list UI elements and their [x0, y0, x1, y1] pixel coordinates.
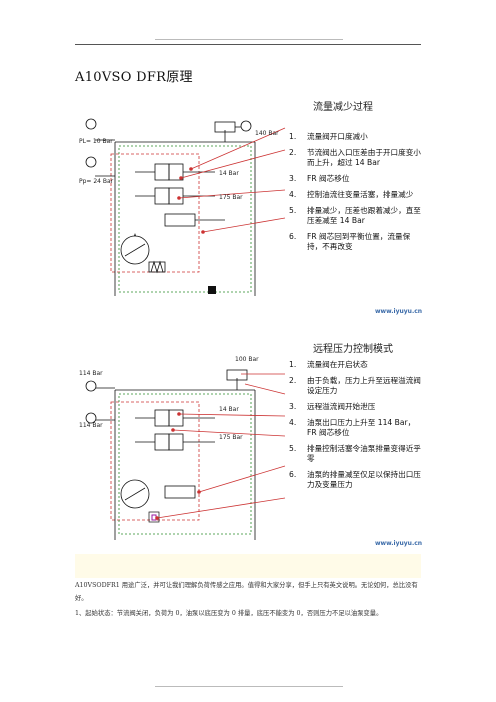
header-rule: [75, 44, 421, 45]
caption-paragraph-2: 1、起始状态：节流阀关闭，负荷为 0，油泵以底压变为 0 排量，底压不能变为 0…: [75, 610, 383, 617]
p140-label: 140 Bar: [255, 130, 279, 137]
pl-pressure-label: PL= 10 Bar: [79, 138, 113, 145]
p175-label: 175 Bar: [219, 194, 243, 201]
flow-steps-list: 1.流量阀开口度减小 2.节流阀出入口压差由于开口度变小而上升，超过 14 Ba…: [289, 132, 421, 258]
pressure-hydraulic-schematic: [85, 369, 286, 540]
flow-hydraulic-schematic: [85, 118, 286, 296]
flow-watermark: www.iyuyu.cn: [375, 308, 423, 315]
caption-paragraph-1: A10VSODFR1 用途广泛，并可让我们理解负荷传感之应用。值得和大家分享，但…: [75, 582, 418, 602]
pressure-step: 3.远程溢流阀开始泄压: [289, 402, 376, 411]
p175-label: 175 Bar: [219, 434, 243, 441]
p100-label: 100 Bar: [235, 356, 259, 363]
pressure-step: 5.排量控制活塞令油泵排量变得近乎零: [289, 444, 421, 463]
pressure-step: 6.油泵的排量减至仅足以保持出口压力及变量压力: [289, 470, 421, 489]
p14-label: 14 Bar: [219, 170, 239, 177]
pressure-control-panel: 114 Bar 114 Bar 100 Bar 14 Bar 175 Bar 远…: [75, 334, 423, 550]
caption-highlight-band: [75, 554, 421, 578]
pressure-watermark: www.iyuyu.cn: [375, 540, 423, 547]
header-rule-short: [155, 39, 343, 40]
pp-pressure-label: Pp= 24 Bar: [79, 178, 114, 185]
flow-step: 1.流量阀开口度减小: [289, 132, 368, 141]
pressure-step: 2.由于负载，压力上升至远程溢流阀设定压力: [289, 376, 421, 395]
flow-panel-heading: 流量减少过程: [313, 102, 373, 113]
document-title: A10VSO DFR原理: [75, 70, 193, 85]
flow-reduction-panel: PL= 10 Bar Pp= 24 Bar 140 Bar 14 Bar 175…: [75, 86, 423, 318]
pressure-step: 4.油泵出口压力上升至 114 Bar，FR 阀芯移位: [289, 418, 416, 437]
flow-step: 2.节流阀出入口压差由于开口度变小而上升，超过 14 Bar: [289, 148, 421, 167]
pressure-panel-heading: 远程压力控制模式: [313, 344, 393, 355]
mid-left-pressure-label: 114 Bar: [79, 422, 103, 429]
flow-step: 5.排量减少，压差也跟着减少，直至压差减至 14 Bar: [289, 206, 421, 225]
pressure-step: 1.流量阀在开启状态: [289, 360, 368, 369]
pressure-steps-list: 1.流量阀在开启状态 2.由于负载，压力上升至远程溢流阀设定压力 3.远程溢流阀…: [289, 360, 421, 496]
flow-step: 4.控制油流往变量活塞，排量减少: [289, 190, 414, 199]
footer-rule: [155, 686, 343, 687]
caption-text: A10VSODFR1 用途广泛，并可让我们理解负荷传感之应用。值得和大家分享，但…: [75, 580, 423, 624]
flow-step: 6.FR 阀芯回到平衡位置，流量保持，不再改变: [289, 232, 411, 251]
top-left-pressure-label: 114 Bar: [79, 370, 103, 377]
p14-label: 14 Bar: [219, 406, 239, 413]
flow-step: 3.FR 阀芯移位: [289, 174, 350, 183]
